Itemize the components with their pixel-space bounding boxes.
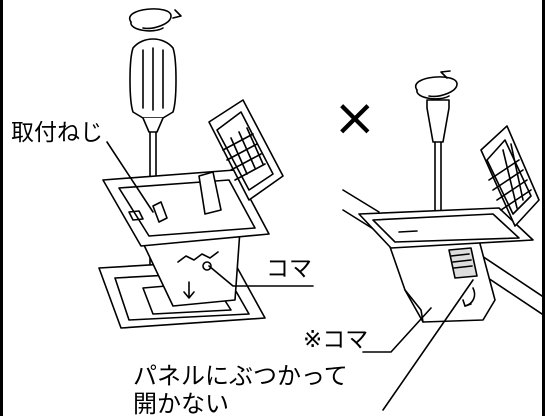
leader-koma <box>208 265 314 287</box>
warning-line-2: 開かない <box>133 390 229 416</box>
warning-line-1: パネルにぶつかって <box>133 362 348 390</box>
outlet-box-left <box>102 169 270 307</box>
leader-koma-right <box>362 307 432 353</box>
diagram-drawing <box>98 8 542 411</box>
opened-lid-right <box>480 125 540 227</box>
leader-screw <box>106 141 154 213</box>
koma-label: コマ <box>266 256 312 282</box>
wrong-mark: × <box>333 88 377 148</box>
mounting-screw-label: 取付ねじ <box>11 120 103 146</box>
rotation-arrow-icon-left <box>128 8 182 32</box>
opened-lid-left <box>198 99 284 215</box>
leader-warning <box>382 279 474 411</box>
outlet-box-right <box>358 207 534 323</box>
warning-note: パネルにぶつかって 開かない <box>133 362 373 416</box>
rotation-arrow-icon-right <box>414 70 458 100</box>
koma-note-label: ※コマ <box>303 327 369 353</box>
